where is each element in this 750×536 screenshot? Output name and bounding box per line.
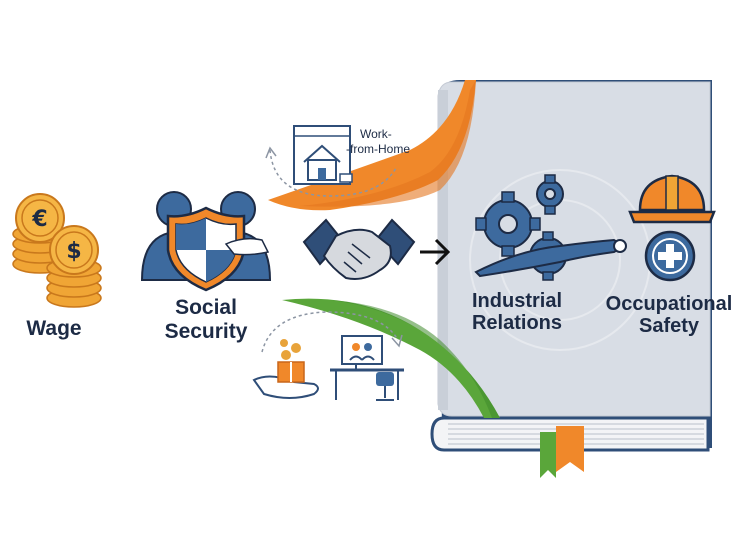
occupational-safety-label: Occupational Safety bbox=[596, 293, 742, 338]
svg-text:€: € bbox=[31, 207, 47, 232]
social-security-label: Social Security bbox=[146, 296, 266, 343]
industrial-relations-label-line1: Industrial bbox=[471, 290, 562, 312]
gears-icon bbox=[474, 174, 627, 281]
industrial-relations-label-line2: Relations bbox=[471, 312, 563, 335]
social-security-label-line2: Security bbox=[164, 319, 248, 343]
green-swoosh bbox=[282, 298, 500, 418]
social-security-label-line1: Social bbox=[175, 296, 237, 319]
medical-cross-icon bbox=[644, 230, 696, 282]
gift-hand-icon bbox=[252, 339, 319, 399]
house-window-icon bbox=[293, 125, 353, 185]
bookmark-ribbon-icon bbox=[540, 426, 584, 478]
occupational-safety-label-line1: Occupational bbox=[605, 293, 733, 315]
desk-computer-icon bbox=[330, 335, 404, 401]
people-shield-icon bbox=[140, 191, 272, 292]
wage-label: Wage bbox=[26, 317, 82, 340]
work-from-home-label: Work- -from-Home bbox=[346, 127, 436, 157]
arrow-right-icon bbox=[420, 238, 451, 266]
dollar-coin-stack-icon: $ bbox=[46, 225, 102, 308]
hard-hat-icon bbox=[628, 174, 716, 224]
occupational-safety-label-line2: Safety bbox=[638, 315, 700, 338]
industrial-relations-label: Industrial Relations bbox=[458, 290, 576, 335]
handshake-icon bbox=[302, 218, 416, 280]
work-from-home-label-line2: -from-Home bbox=[346, 142, 411, 156]
work-from-home-label-line1: Work- bbox=[360, 127, 392, 141]
svg-text:$: $ bbox=[66, 239, 81, 264]
